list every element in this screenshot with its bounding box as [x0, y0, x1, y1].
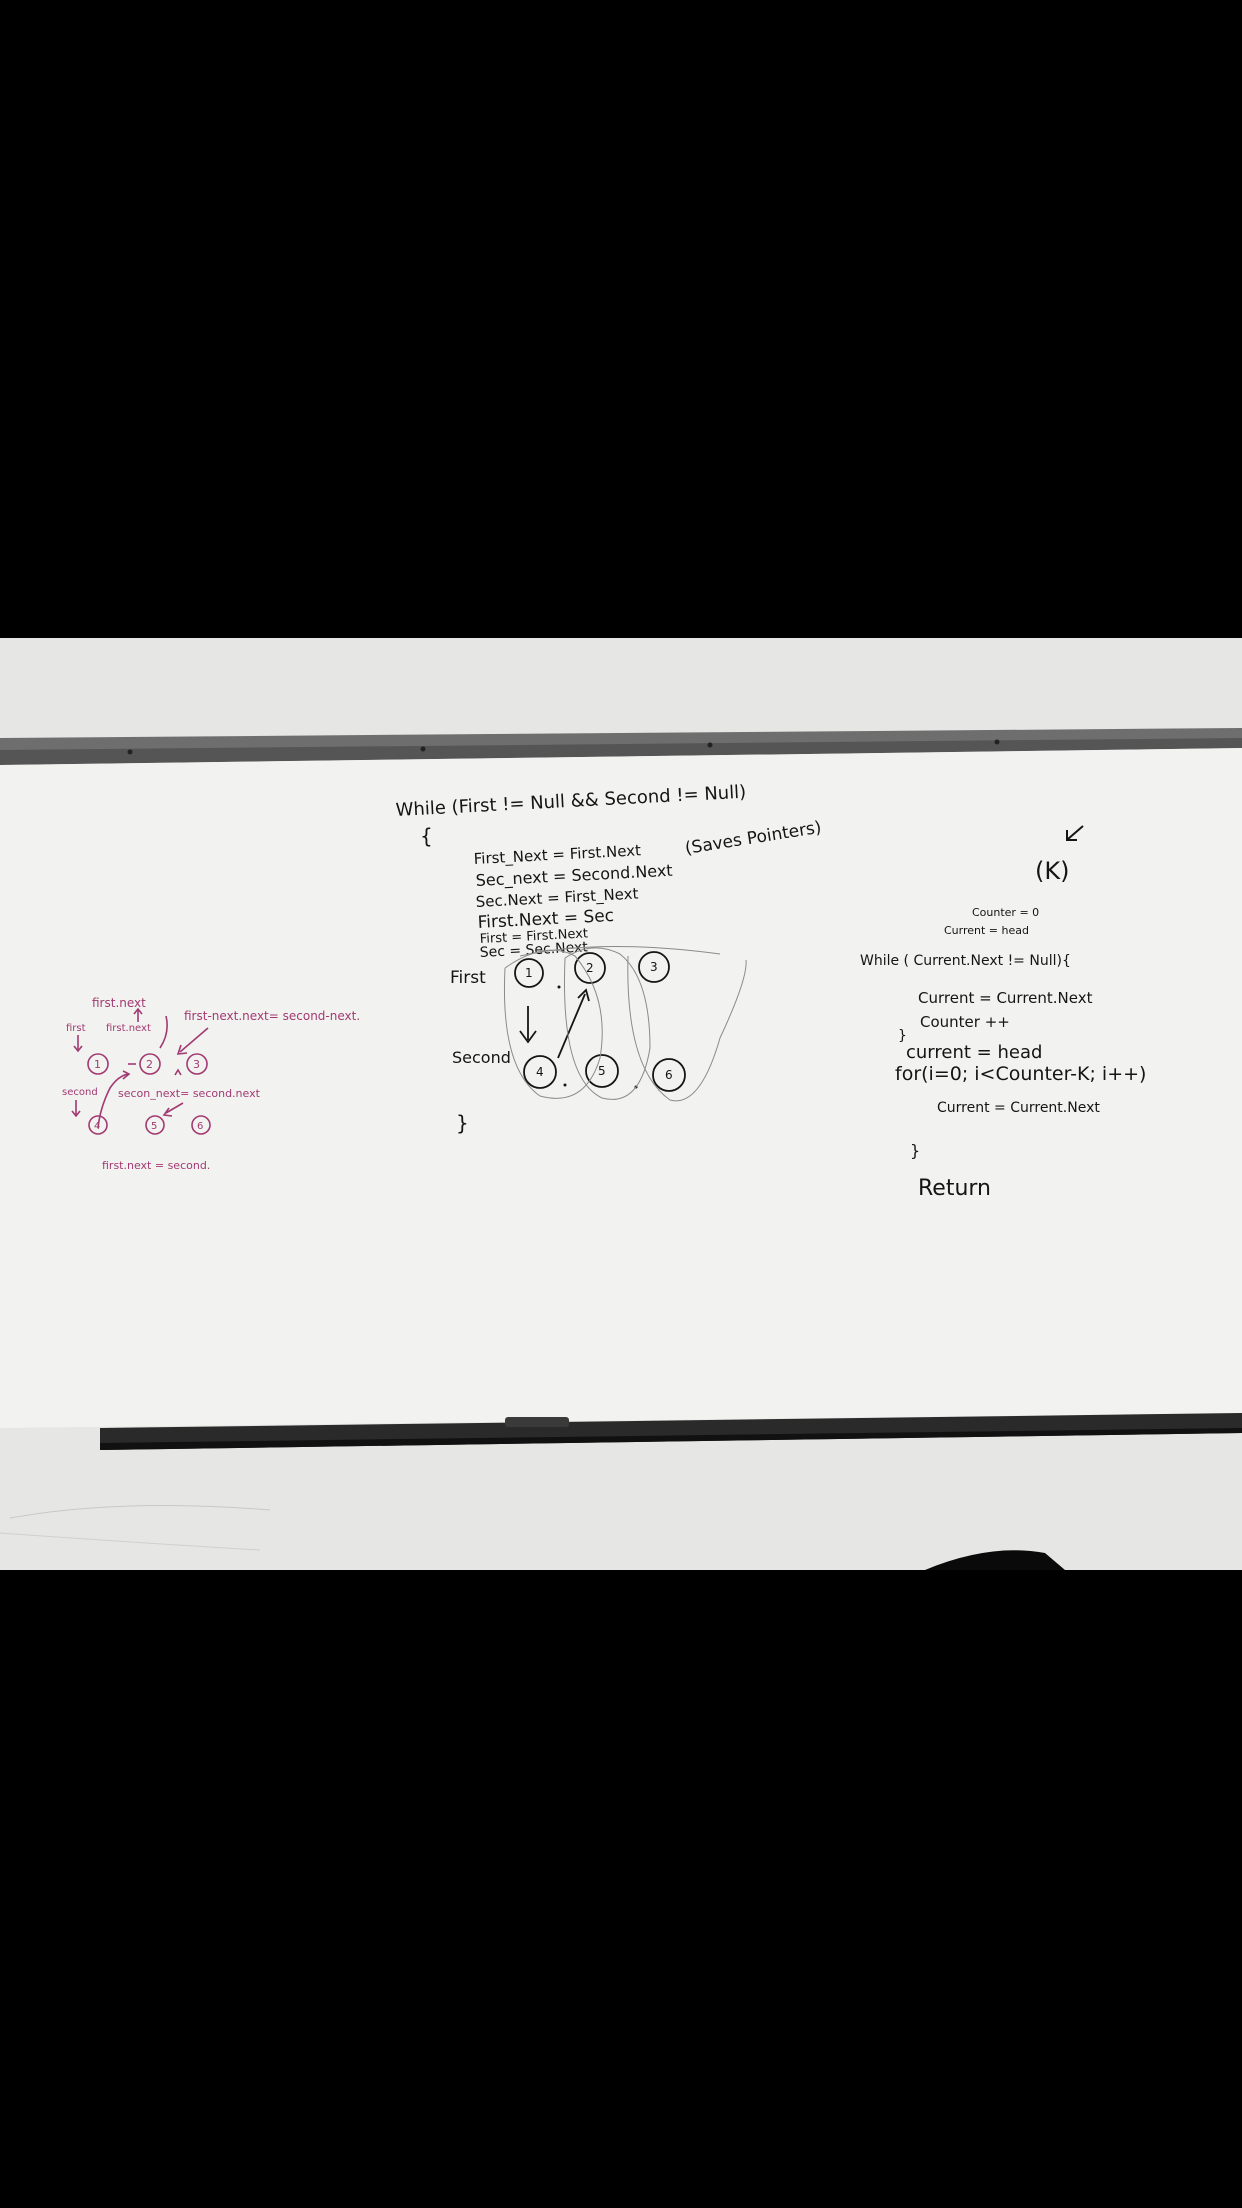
right-current-init: Current = head [944, 924, 1029, 937]
center-node-3: 3 [650, 960, 658, 974]
center-node-4: 4 [536, 1065, 544, 1079]
center-node-2: 2 [586, 961, 594, 975]
right-return: Return [918, 1176, 991, 1201]
left-first-label: first [66, 1023, 86, 1034]
left-second-label: second [62, 1087, 98, 1098]
left-node-5: 5 [151, 1121, 157, 1132]
left-node-3: 3 [193, 1058, 200, 1071]
left-diagram: first.next first first.next first-next.n… [62, 996, 360, 1172]
left-second-next: secon_next= second.next [118, 1087, 261, 1100]
right-close-2: } [910, 1141, 920, 1160]
left-node-1: 1 [94, 1058, 101, 1071]
left-first-next-small: first.next [106, 1023, 151, 1034]
center-node-6: 6 [665, 1068, 673, 1082]
left-first-next-eq-second: first.next = second. [102, 1159, 210, 1172]
left-node-4: 4 [94, 1121, 100, 1132]
center-node-1: 1 [525, 966, 533, 980]
whiteboard [0, 748, 1242, 1428]
center-line-5: First = First.Next [479, 926, 588, 947]
left-node-6: 6 [197, 1121, 203, 1132]
right-close-1: } [898, 1028, 907, 1044]
right-reset: current = head [906, 1042, 1042, 1063]
right-for-body: Current = Current.Next [937, 1100, 1100, 1116]
right-while-line: While ( Current.Next != Null){ [860, 953, 1071, 969]
center-node-5: 5 [598, 1064, 606, 1078]
left-node-2: 2 [146, 1058, 153, 1071]
eraser [505, 1417, 569, 1427]
center-second-label: Second [452, 1048, 511, 1067]
right-code: (K) Counter = 0 Current = head While ( C… [860, 825, 1146, 1201]
right-k-label: (K) [1035, 857, 1069, 885]
left-first-next-next: first-next.next= second-next. [184, 1009, 360, 1023]
right-for-line: for(i=0; i<Counter-K; i++) [895, 1063, 1146, 1085]
center-open-brace: { [420, 824, 433, 848]
whiteboard-photo: first.next first first.next first-next.n… [0, 638, 1242, 1570]
center-close-brace: } [456, 1111, 469, 1135]
center-first-label: First [450, 968, 486, 988]
right-body-1: Current = Current.Next [918, 989, 1093, 1007]
right-counter-init: Counter = 0 [972, 906, 1039, 919]
left-first-next-top: first.next [92, 996, 146, 1010]
center-line-6: Sec = Sec.Next [479, 939, 588, 961]
dark-object [925, 1550, 1065, 1570]
right-body-2: Counter ++ [920, 1013, 1010, 1031]
